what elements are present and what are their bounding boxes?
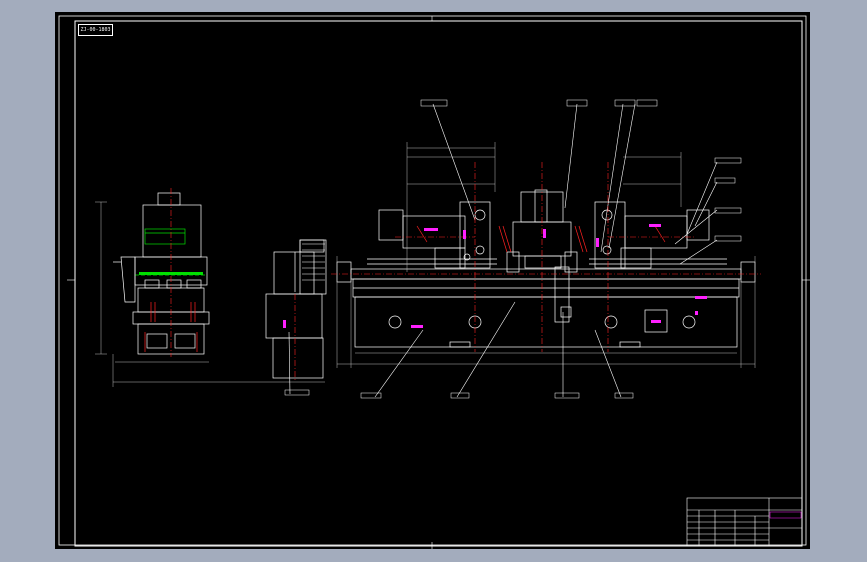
drawing-sheet: ZJ-00-1803 [55,12,810,549]
front-hatch [416,225,666,253]
inner-border [74,20,803,547]
title-name-box [769,511,802,519]
magenta-markers [411,224,707,328]
side-view [95,192,325,387]
hyd-label-mark [283,320,286,328]
cad-drawing [58,15,810,549]
leaders [288,103,718,398]
outer-border [58,15,807,546]
side-green [139,272,203,275]
drawing-code: ZJ-00-1803 [78,24,113,36]
tags [284,99,742,399]
hydraulic-unit [265,239,327,379]
front-centerlines [331,162,761,352]
front-view [336,142,756,368]
title-block [686,497,803,547]
side-hatch [144,302,198,352]
